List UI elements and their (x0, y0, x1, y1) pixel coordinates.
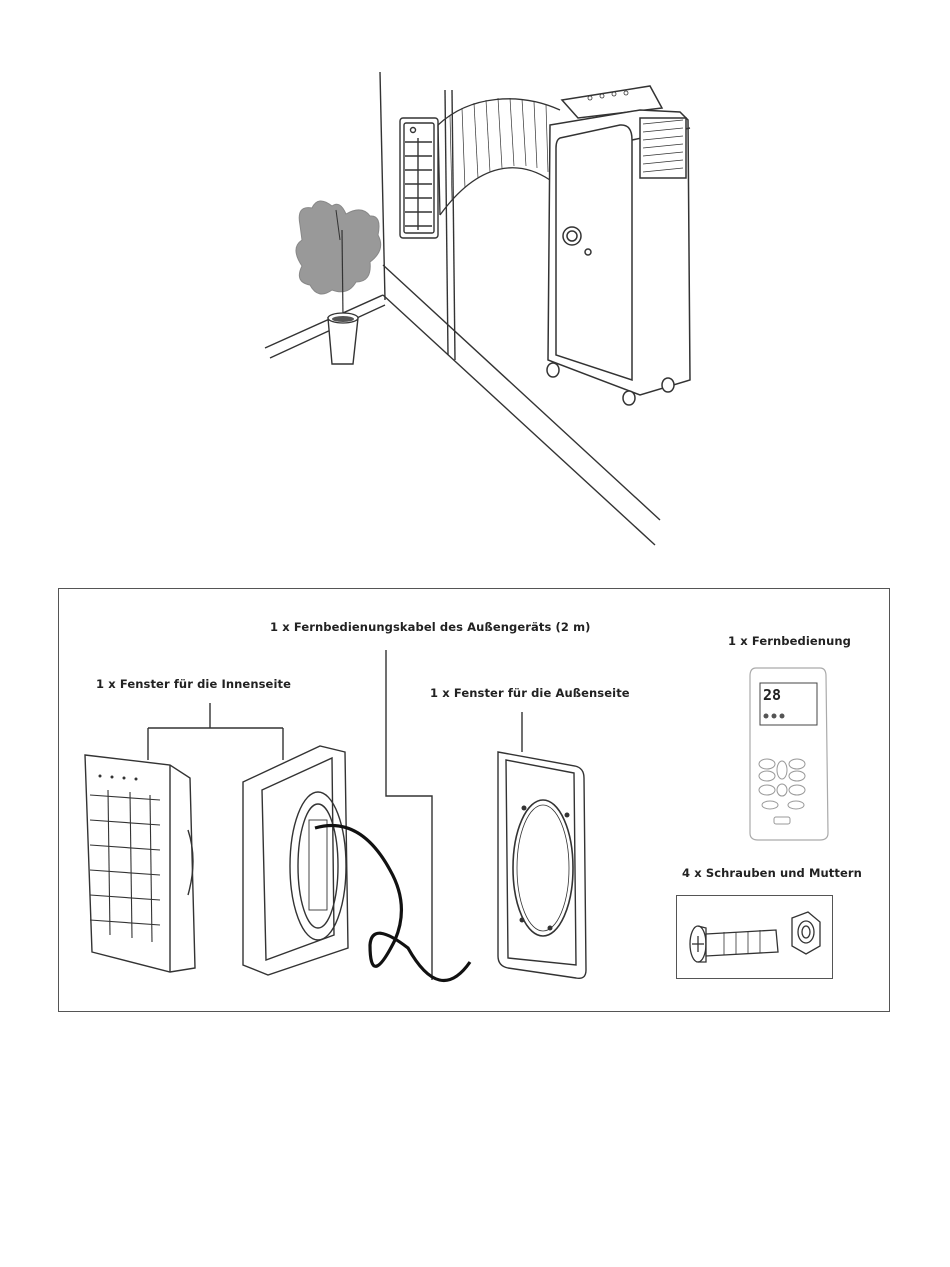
inner-window-label: 1 x Fenster für die Innenseite (96, 677, 291, 691)
exhaust-hose (438, 98, 560, 215)
outer-window-label: 1 x Fenster für die Außenseite (430, 686, 630, 700)
door-line-2 (452, 90, 455, 360)
screws-label: 4 x Schrauben und Muttern (682, 866, 862, 880)
floor-left-line-2 (270, 305, 385, 358)
wall-window-vent (400, 118, 438, 238)
screws-frame (676, 895, 833, 979)
remote-label: 1 x Fernbedienung (728, 634, 851, 648)
room-illustration-svg (0, 0, 950, 560)
floor-left-line (265, 295, 383, 348)
door-line-1 (445, 90, 448, 355)
cable-label: 1 x Fernbedienungskabel des Außengeräts … (270, 620, 591, 634)
remote-display-text: 28 (763, 686, 781, 704)
room-illustration (0, 0, 950, 560)
portable-air-conditioner (547, 86, 690, 405)
